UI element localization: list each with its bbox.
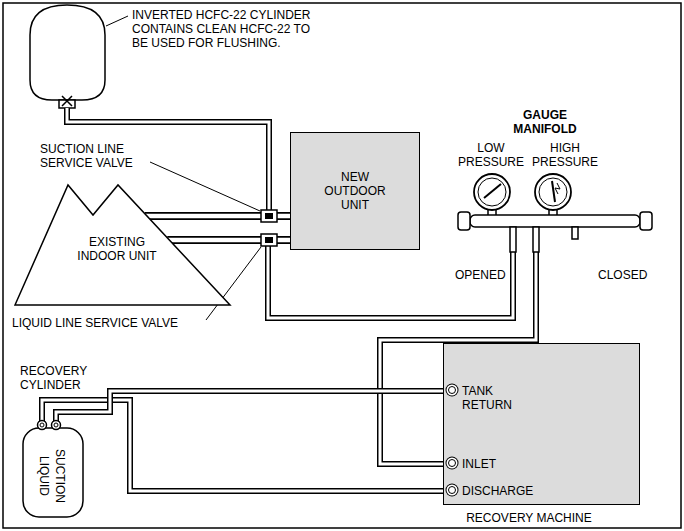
pipe-outline — [56, 391, 448, 422]
pipe-outline — [268, 246, 513, 318]
valve-knob — [458, 212, 470, 230]
gauge-manifold: GAUGE MANIFOLD LOW PRESSUREHIGH PRESSURE O… — [455, 105, 670, 295]
pressure-gauge — [474, 174, 510, 210]
cylinder-body — [23, 428, 83, 517]
pipe-outline — [167, 236, 290, 244]
valve-core — [265, 237, 273, 243]
suction-service-valve — [261, 210, 277, 222]
pressure-gauge — [535, 174, 571, 210]
hose-line — [268, 246, 513, 318]
port-circle — [448, 459, 456, 467]
cylinder-port — [52, 421, 61, 430]
hose-port — [533, 227, 539, 252]
node-text: LIQUID — [37, 456, 51, 496]
node-text: OPENED — [455, 268, 506, 282]
cylinder-port-bore — [54, 423, 58, 427]
port-circle — [448, 486, 456, 494]
valve-knob — [640, 212, 652, 230]
node-text: GAUGE MANIFOLD — [500, 108, 590, 136]
valve-core — [265, 213, 273, 219]
node-text: DISCHARGE — [462, 484, 533, 498]
cylinder-body — [30, 5, 105, 100]
recovery-cylinder: RECOVERY CYLINDERLIQUIDSUCTION — [22, 420, 84, 518]
node-text: RECOVERY MACHINE — [444, 511, 614, 525]
hose-port — [510, 227, 516, 252]
callout-label: INVERTED HCFC-22 CYLINDER CONTAINS CLEAN… — [132, 8, 322, 50]
node-text: TANK RETURN — [462, 384, 524, 412]
gauge-face — [539, 178, 567, 206]
hose-port — [572, 227, 578, 239]
node-text: CLOSED — [598, 268, 647, 282]
liquid-service-valve — [261, 234, 277, 246]
leader-line — [106, 16, 128, 26]
node-text: RECOVERY CYLINDER — [20, 364, 100, 392]
pipe-bore — [56, 391, 448, 422]
cylinder-port — [38, 421, 47, 430]
indoor-unit: EXISTING INDOOR UNIT — [15, 183, 230, 305]
pipe-bore — [268, 246, 513, 318]
flush-cylinder — [30, 5, 105, 108]
gauge-mark — [555, 183, 560, 194]
outdoor-unit-box: NEW OUTDOOR UNIT — [290, 132, 420, 250]
callout-label: SUCTION LINE SERVICE VALVE — [40, 142, 148, 170]
gauge-needle — [484, 184, 501, 198]
pipe-bore — [145, 214, 290, 219]
node-text: INLET — [462, 457, 496, 471]
leader-line — [206, 247, 261, 320]
manifold-body — [470, 215, 640, 227]
hose-line — [56, 391, 448, 422]
valve-mark — [62, 96, 72, 106]
port-circle — [448, 386, 456, 394]
leader-line — [150, 162, 260, 211]
callout-label: LIQUID LINE SERVICE VALVE — [12, 316, 178, 330]
node-text: SUCTION — [53, 449, 67, 503]
node-text: EXISTING INDOOR UNIT — [77, 235, 157, 263]
node-text: HIGH PRESSURE — [529, 141, 601, 169]
indoor-unit-outline — [15, 185, 230, 305]
recovery-machine: TANK RETURNINLETDISCHARGERECOVERY MACHIN… — [443, 343, 640, 505]
cylinder-port-bore — [40, 423, 44, 427]
pipe-outline — [145, 212, 290, 220]
node-text: LOW PRESSURE — [455, 141, 527, 169]
node-text: NEW OUTDOOR UNIT — [319, 170, 391, 212]
gauge-face — [478, 178, 506, 206]
gauge-needle — [552, 181, 555, 202]
outer-frame — [3, 3, 681, 528]
pipe-bore — [167, 238, 290, 243]
